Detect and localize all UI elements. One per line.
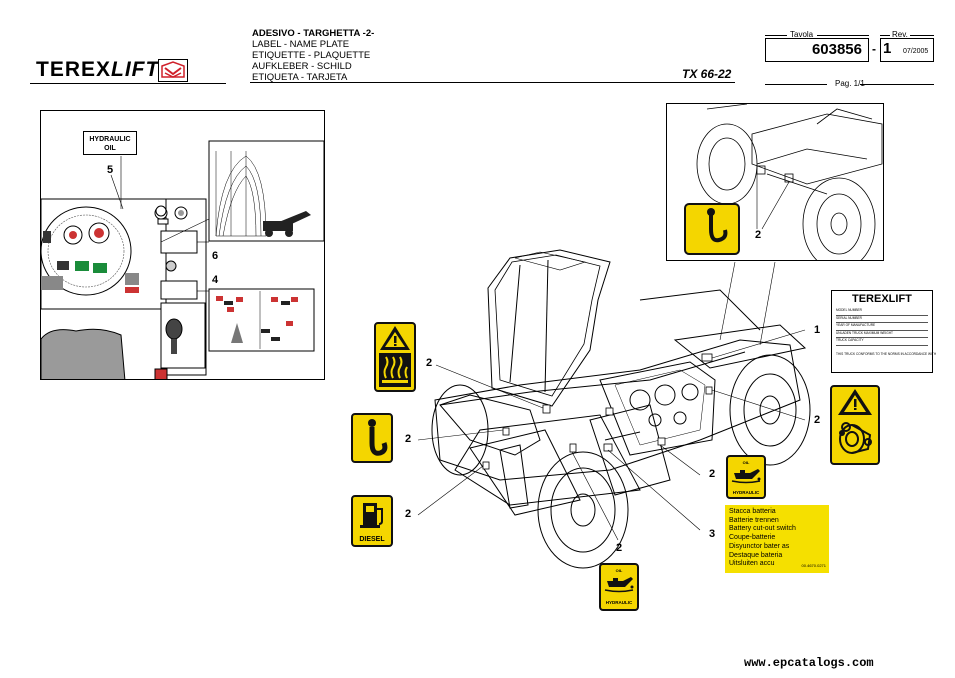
- title-line: ETIQUETTE - PLAQUETTE: [252, 50, 371, 61]
- hook-sticker: [351, 413, 393, 463]
- plate-row: TRUCK CAPACITY: [836, 338, 928, 346]
- belt-warning-sticker: [830, 385, 880, 465]
- page-rule: [765, 84, 827, 85]
- hydraulic-tag-line: OIL: [104, 145, 116, 152]
- hook-icon: [368, 419, 388, 456]
- tavola-number-box: 603856: [765, 38, 869, 62]
- header-rule-left: [30, 83, 226, 84]
- plate-row: YEAR OF MANUFACTURE: [836, 323, 928, 331]
- battery-label-line: Disyunctor bater as: [729, 542, 790, 550]
- header-rule-mid: [250, 82, 735, 83]
- inset-callout: 6: [212, 250, 219, 262]
- battery-label-code: 00.4670.0271: [801, 563, 826, 569]
- telehandler-drawing: [417, 249, 811, 569]
- callout-number: 2: [426, 357, 433, 369]
- oil-can-icon: [731, 469, 761, 484]
- hot-surface-sticker: [374, 322, 416, 392]
- callout-number: 2: [755, 229, 762, 241]
- tavola-label: Tavola: [790, 30, 814, 39]
- battery-cutout-label: Stacca batteria Batterie trennen Battery…: [725, 505, 829, 573]
- battery-label-line: Batterie trennen: [729, 516, 779, 524]
- plate-brand: TEREXLIFT: [852, 293, 912, 305]
- rear-detail-inset: [666, 103, 884, 261]
- tav-rule: [765, 35, 787, 36]
- battery-label-line: Stacca batteria: [729, 508, 776, 515]
- diesel-sticker: DIESEL: [351, 495, 393, 547]
- name-plate: [831, 290, 933, 373]
- oil-text: OIL: [742, 460, 750, 465]
- page-rule: [860, 84, 934, 85]
- callout-number: 2: [709, 468, 716, 480]
- terexlift-logo: TEREXLIFT: [36, 58, 159, 82]
- number-dash: -: [872, 42, 876, 56]
- revision-number: 1: [883, 40, 892, 57]
- rev-rule: [880, 35, 890, 36]
- fuel-pump-icon: [360, 503, 383, 528]
- rear-detail-drawing: [684, 104, 883, 260]
- rev-rule: [910, 35, 934, 36]
- belt-warning-icon: [838, 389, 872, 454]
- battery-label-line: Coupe-batterie: [729, 534, 776, 542]
- hydraulic-text: HYDRAULIC: [605, 600, 633, 605]
- cab-interior-drawing: [41, 140, 324, 379]
- cab-interior-inset: [40, 110, 325, 380]
- battery-label-line: Destaque bateria: [729, 551, 783, 559]
- hydraulic-tag-line: HYDRAULIC: [89, 136, 131, 143]
- rev-label: Rev.: [892, 30, 908, 39]
- battery-label-line: Uitsluiten accu: [729, 560, 775, 568]
- brand-emblem-icon: [158, 59, 188, 82]
- diesel-text: DIESEL: [359, 536, 385, 543]
- revision-date: 07/2005: [903, 48, 929, 55]
- plate-row: SERIAL NUMBER: [836, 316, 928, 323]
- title-line: ETIQUETA - TARJETA: [252, 72, 348, 83]
- brand-suffix: LIFT: [111, 58, 160, 81]
- model-number: TX 66-22: [682, 67, 732, 81]
- hydraulic-oil-sticker: OIL HYDRAULIC: [726, 455, 766, 499]
- plate-footer: THIS TRUCK CONFORMS TO THE NORMS IN ACCO…: [836, 351, 937, 356]
- inset-callout: 5: [107, 164, 114, 176]
- callout-number: 1: [814, 324, 821, 336]
- plate-row: MODEL NUMBER: [836, 308, 928, 316]
- callout-number: 2: [405, 508, 412, 520]
- page-indicator: Pag. 1/1: [835, 79, 865, 88]
- title-line: AUFKLEBER - SCHILD: [252, 61, 352, 72]
- oil-text: OIL: [615, 568, 623, 573]
- title-line: LABEL - NAME PLATE: [252, 39, 350, 50]
- footer-url[interactable]: www.epcatalogs.com: [744, 656, 874, 670]
- hot-surface-icon: [379, 326, 411, 387]
- document-titles: ADESIVO - TARGHETTA -2- LABEL - NAME PLA…: [252, 28, 374, 83]
- plate-rows: MODEL NUMBER SERIAL NUMBER YEAR OF MANUF…: [836, 308, 937, 356]
- brand-name: TEREX: [36, 58, 112, 81]
- title-line: ADESIVO - TARGHETTA -2-: [252, 28, 375, 39]
- hydraulic-text: HYDRAULIC: [732, 490, 760, 495]
- callout-number: 3: [709, 528, 716, 540]
- plate-row: UNLADEN TRUCK MAXIMUM WEIGHT: [836, 331, 928, 338]
- hydraulic-oil-sticker: OIL HYDRAULIC: [599, 563, 639, 611]
- tav-rule: [817, 35, 869, 36]
- revision-box: [880, 38, 934, 62]
- oil-can-icon: [604, 577, 634, 593]
- callout-number: 2: [616, 542, 623, 554]
- hydraulic-oil-tag: HYDRAULIC OIL: [83, 131, 137, 155]
- callout-number: 2: [814, 414, 821, 426]
- battery-label-line: Battery cut-out switch: [729, 525, 796, 533]
- inset-callout: 4: [212, 274, 219, 286]
- callout-number: 2: [405, 433, 412, 445]
